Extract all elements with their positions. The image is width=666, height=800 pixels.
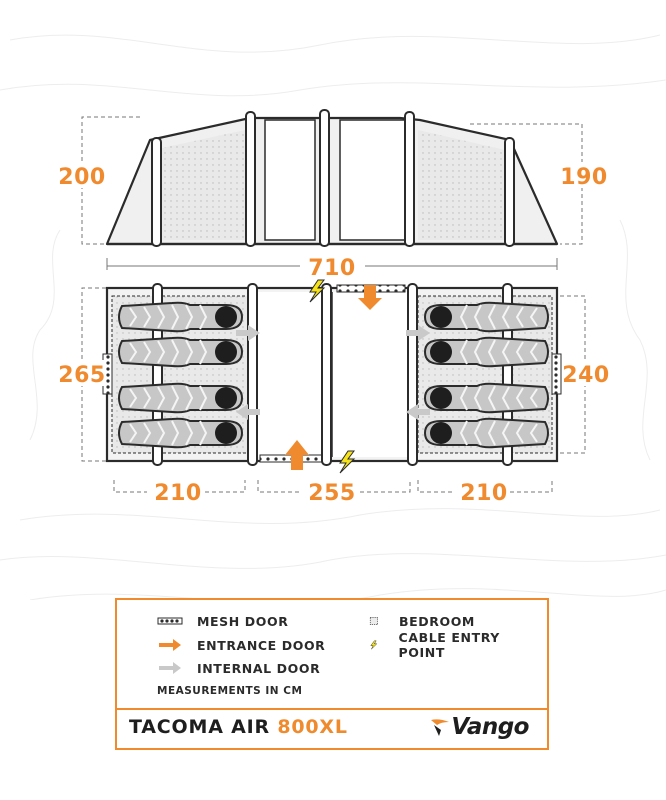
bedroom-right-length-label: 210: [460, 481, 507, 506]
entrance-door-arrows: [285, 285, 382, 470]
total-length-label: 710: [308, 256, 355, 281]
key-internal-door: INTERNAL DOOR: [157, 659, 320, 677]
internal-door-arrows: [236, 325, 430, 420]
internal-door-label: INTERNAL DOOR: [197, 660, 321, 676]
topographic-background: [0, 34, 666, 600]
key-mesh-door: MESH DOOR: [157, 612, 288, 630]
key-bedroom: BEDROOM: [369, 612, 475, 630]
bedroom-icon: [369, 617, 378, 625]
height-left-label: 200: [58, 165, 105, 190]
entrance-arrow-icon: [159, 639, 181, 651]
bedroom-label: BEDROOM: [399, 613, 475, 629]
cable-entry-icons: [309, 279, 356, 474]
dimension-labels: 200 190 710 265 240 210 255 210: [58, 162, 609, 506]
cable-entry-label: CABLE ENTRY POINT: [398, 630, 500, 660]
key-panel: MESH DOOR ENTRANCE DOOR INTERNAL DOOR BE…: [115, 598, 549, 750]
measurements-note: MEASUREMENTS IN CM: [157, 685, 303, 697]
brand-name: Vango: [451, 714, 529, 740]
living-area-length-label: 255: [308, 481, 355, 506]
key-divider: [117, 708, 547, 710]
lightning-icon: [370, 640, 378, 650]
product-name: TACOMA AIR: [129, 716, 270, 738]
vango-logo-icon: [431, 719, 450, 736]
side-elevation: [105, 109, 559, 247]
width-left-label: 265: [58, 363, 105, 388]
product-model: 800XL: [277, 716, 348, 738]
mesh-door-icon: [157, 617, 183, 625]
bedroom-left-length-label: 210: [154, 481, 201, 506]
mesh-door-label: MESH DOOR: [197, 613, 289, 629]
product-title: TACOMA AIR 800XL: [129, 716, 348, 738]
key-cable-entry: CABLE ENTRY POINT: [369, 630, 547, 660]
width-right-label: 240: [562, 363, 609, 388]
brand-logo: Vango: [429, 714, 529, 740]
height-right-label: 190: [560, 165, 607, 190]
floor-plan: [102, 279, 562, 474]
internal-arrow-icon: [159, 662, 181, 674]
entrance-door-label: ENTRANCE DOOR: [197, 637, 326, 653]
key-entrance-door: ENTRANCE DOOR: [157, 636, 325, 654]
tent-floorplan-diagram: 200 190 710 265 240 210 255 210: [0, 34, 666, 600]
